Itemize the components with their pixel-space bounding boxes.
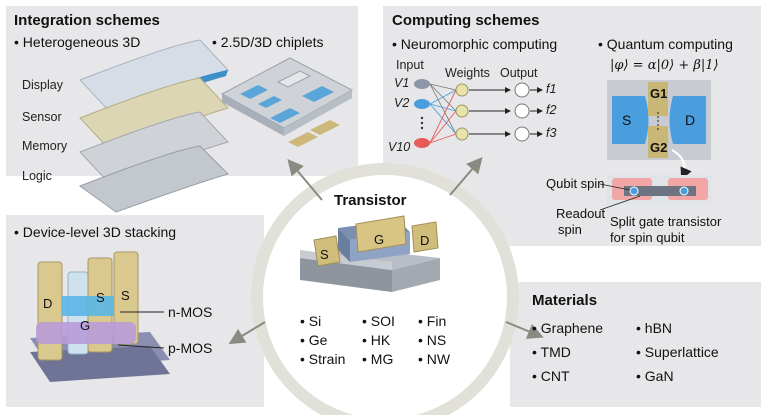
chiplet-board <box>220 57 354 147</box>
layer-display: Display <box>22 78 63 92</box>
quantum-device <box>599 80 711 211</box>
transistor-s: S <box>320 247 329 262</box>
stack-letter-s2: S <box>121 288 130 303</box>
arrow-to-device-stacking <box>228 321 266 345</box>
material-tmd: • TMD <box>532 344 571 360</box>
arrow-to-integration <box>287 158 323 201</box>
layer-logic: Logic <box>22 169 52 183</box>
transistor-strain: • Strain <box>300 351 346 367</box>
stack-letter-s1: S <box>96 290 105 305</box>
transistor-d: D <box>420 233 430 248</box>
transistor-g: G <box>374 232 385 247</box>
computing-title: Computing schemes <box>392 12 540 29</box>
transistor-circle <box>257 169 513 415</box>
gate-g1: G1 <box>650 86 668 101</box>
chiplets-label: • 2.5D/3D chiplets <box>212 34 324 50</box>
readout-label: Readout <box>556 206 606 221</box>
material-cnt: • CNT <box>532 368 570 384</box>
arrow-to-materials <box>505 321 544 339</box>
hetero-label: • Heterogeneous 3D <box>14 34 141 50</box>
transistor-model <box>300 215 440 292</box>
input-label: Input <box>396 58 424 72</box>
material-superlattice: • Superlattice <box>636 344 719 360</box>
hetero-layers <box>78 39 229 213</box>
qubit-spin-label: Qubit spin <box>546 176 605 191</box>
readout-spin-label: spin <box>558 222 582 237</box>
integration-title: Integration schemes <box>14 12 160 29</box>
output-label: Output <box>500 66 538 80</box>
pmos-label: p-MOS <box>168 340 213 356</box>
transistor-hk: • HK <box>362 332 391 348</box>
transistor-nw: • NW <box>418 351 451 367</box>
transistor-ns: • NS <box>418 332 447 348</box>
transistor-title: Transistor <box>334 192 407 209</box>
f1-label: f1 <box>546 82 557 96</box>
split-gate-line1: Split gate transistor <box>610 214 722 229</box>
quantum-drain: D <box>685 112 696 128</box>
f3-label: f3 <box>546 126 557 140</box>
v10-label: V10 <box>388 140 411 154</box>
material-gan: • GaN <box>636 368 674 384</box>
neural-network <box>414 79 543 148</box>
neuro-label: • Neuromorphic computing <box>392 36 558 52</box>
v2-label: V2 <box>394 96 410 110</box>
stack-letter-g: G <box>80 318 91 333</box>
layer-sensor: Sensor <box>22 110 62 124</box>
device-stack <box>30 251 170 382</box>
psi-equation: |φ⟩ = α|0⟩ + β|1⟩ <box>610 58 719 73</box>
material-graphene: • Graphene <box>532 320 604 336</box>
transistor-soi: • SOI <box>362 313 395 329</box>
gate-g2: G2 <box>650 140 668 155</box>
nmos-label: n-MOS <box>168 304 213 320</box>
materials-title: Materials <box>532 292 598 309</box>
device-level-label: • Device-level 3D stacking <box>14 224 177 240</box>
weights-label: Weights <box>445 66 490 80</box>
quantum-source: S <box>622 112 632 128</box>
v1-label: V1 <box>394 76 410 90</box>
transistor-ge: • Ge <box>300 332 328 348</box>
stack-letter-d: D <box>43 296 53 311</box>
material-hbn: • hBN <box>636 320 673 336</box>
transistor-mg: • MG <box>362 351 394 367</box>
materials-panel <box>510 282 761 407</box>
transistor-si: • Si <box>300 313 322 329</box>
f2-label: f2 <box>546 103 557 117</box>
arrow-to-computing <box>449 156 483 196</box>
transistor-fin: • Fin <box>418 313 447 329</box>
split-gate-line2: for spin qubit <box>610 230 685 245</box>
quantum-label: • Quantum computing <box>598 36 733 52</box>
layer-memory: Memory <box>22 139 68 153</box>
